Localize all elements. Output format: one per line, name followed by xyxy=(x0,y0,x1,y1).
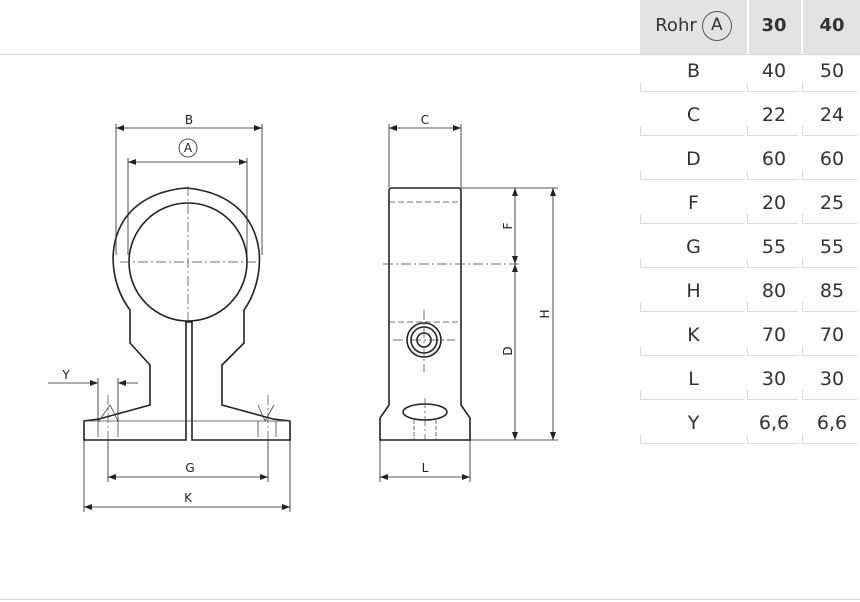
row-value-40: 85 xyxy=(819,280,845,302)
dimension-l xyxy=(379,440,471,482)
row-label: K xyxy=(687,324,700,346)
header-rohr: Rohr xyxy=(655,15,697,36)
table-row: K 70 70 xyxy=(640,319,860,363)
row-value-40: 24 xyxy=(819,104,845,126)
label-l: L xyxy=(422,461,429,475)
row-value-40: 50 xyxy=(819,60,845,82)
row-value-30: 6,6 xyxy=(758,412,790,434)
row-value-30: 80 xyxy=(761,280,787,302)
row-value-30: 30 xyxy=(761,368,787,390)
label-g: G xyxy=(185,461,194,475)
dimension-a xyxy=(127,138,248,255)
label-h: H xyxy=(538,309,552,318)
header-col-40: 40 xyxy=(819,15,845,36)
dimension-b xyxy=(115,124,263,255)
row-value-30: 20 xyxy=(761,192,787,214)
header-label-cell: Rohr A xyxy=(640,0,747,54)
label-d: D xyxy=(501,346,515,355)
table-row: F 20 25 xyxy=(640,187,860,231)
front-view-outline xyxy=(83,187,291,441)
row-label: B xyxy=(686,60,701,82)
table-row: G 55 55 xyxy=(640,231,860,275)
dimension-g xyxy=(107,440,269,482)
header-circle-a: A xyxy=(701,11,732,41)
row-value-40: 6,6 xyxy=(816,412,848,434)
table-row: L 30 30 xyxy=(640,363,860,407)
row-value-30: 55 xyxy=(761,236,787,258)
front-view xyxy=(83,187,291,441)
table-row: H 80 85 xyxy=(640,275,860,319)
row-label: G xyxy=(686,236,701,258)
side-view-centerlines xyxy=(383,263,520,440)
table-row: C 22 24 xyxy=(640,99,860,143)
label-f: F xyxy=(501,222,515,229)
row-value-40: 30 xyxy=(819,368,845,390)
technical-drawing: B A Y G K xyxy=(48,113,558,512)
table-row: D 60 60 xyxy=(640,143,860,187)
label-a: A xyxy=(184,141,193,155)
header-col-30: 30 xyxy=(761,15,787,36)
dimension-c xyxy=(388,124,462,188)
bottom-divider xyxy=(0,599,860,600)
label-y: Y xyxy=(61,368,70,382)
dimension-y xyxy=(48,378,138,421)
row-value-40: 70 xyxy=(819,324,845,346)
row-value-40: 55 xyxy=(819,236,845,258)
row-value-40: 60 xyxy=(819,148,845,170)
dimension-k xyxy=(83,440,291,512)
row-label: C xyxy=(686,104,701,126)
side-view-thin-lines xyxy=(389,201,461,440)
row-value-30: 22 xyxy=(761,104,787,126)
row-label: D xyxy=(686,148,701,170)
row-value-30: 60 xyxy=(761,148,787,170)
dimension-d xyxy=(470,264,558,441)
row-label: L xyxy=(688,368,699,390)
front-view-centerlines xyxy=(107,186,269,440)
row-value-30: 40 xyxy=(761,60,787,82)
front-view-thin-lines xyxy=(84,404,290,437)
row-label: H xyxy=(686,280,701,302)
label-k: K xyxy=(184,491,193,505)
row-label: F xyxy=(688,192,699,214)
table-row: Y 6,6 6,6 xyxy=(640,407,860,451)
row-value-30: 70 xyxy=(761,324,787,346)
row-value-40: 25 xyxy=(819,192,845,214)
label-b: B xyxy=(185,113,193,127)
top-divider xyxy=(0,54,860,55)
table-header: Rohr A 30 40 xyxy=(640,0,860,54)
label-c: C xyxy=(421,113,429,127)
row-label: Y xyxy=(687,412,700,434)
dimension-f xyxy=(461,187,558,264)
table-row: B 40 50 xyxy=(640,55,860,99)
